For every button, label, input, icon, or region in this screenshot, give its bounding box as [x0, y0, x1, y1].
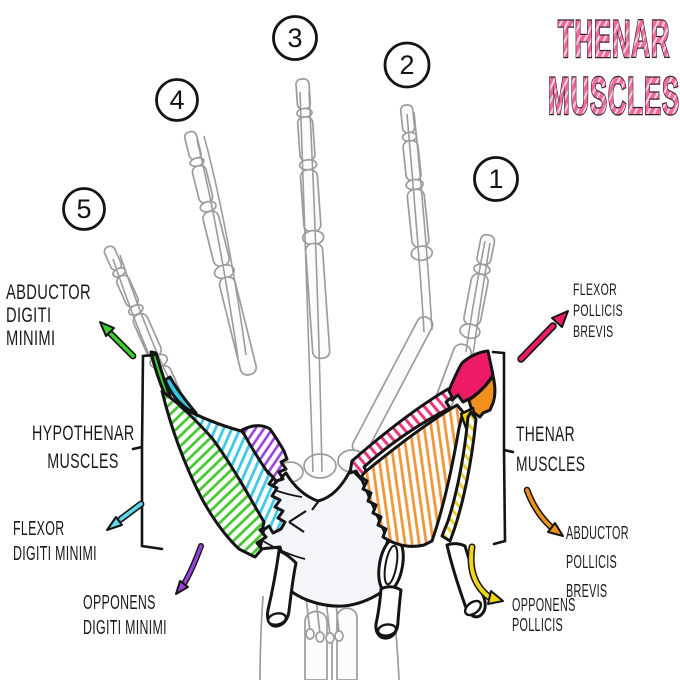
title-line-1: THENAR [558, 9, 670, 69]
hypothenar-bracket [131, 353, 164, 551]
arrow-abductor-digiti-minimi [99, 321, 137, 360]
thumb-bones [459, 233, 496, 340]
label-hypothenar-muscles: HYPOTHENAR MUSCLES [32, 422, 135, 473]
arrow-abductor-pollicis-brevis [523, 486, 564, 537]
finger-circle-1 [473, 156, 519, 202]
hypothenar-muscle-group [149, 350, 289, 559]
label-thenar-muscles: THENAR MUSCLES [516, 423, 586, 476]
index-finger-bones [399, 104, 434, 262]
label-abductor-digiti-minimi: ABDUCTOR DIGITI MINIMI [6, 281, 92, 350]
title-line-2: MUSCLES [548, 66, 680, 126]
finger-number-1: 1 [488, 164, 503, 194]
arrow-opponens-pollicis [467, 543, 504, 605]
label-opponens-digiti-minimi: OPPONENS DIGITI MINIMI [83, 592, 167, 639]
finger-number-circles [62, 15, 519, 231]
finger-circle-4 [155, 78, 199, 122]
muscle-opponens-pollicis-region [440, 410, 478, 543]
finger-circle-2 [383, 41, 431, 89]
label-flexor-pollicis-brevis: FLEXOR POLLICIS BREVIS [573, 280, 623, 341]
finger-circle-3 [272, 15, 318, 61]
thumb-side-prong [445, 542, 487, 619]
label-flexor-digiti-minimi: FLEXOR DIGITI MINIMI [13, 518, 97, 565]
flexor-retinaculum [252, 467, 487, 640]
page-title: THENAR MUSCLES [547, 8, 680, 126]
brackets [131, 350, 515, 551]
arrow-flexor-digiti-minimi [106, 500, 145, 531]
palm-crease-lines [252, 480, 319, 560]
finger-number-5: 5 [76, 194, 91, 224]
finger-circle-5 [62, 187, 106, 231]
finger-number-3: 3 [287, 23, 302, 53]
muscle-opponens-digiti-minimi-region [240, 424, 289, 483]
label-abductor-pollicis-brevis: ABDUCTOR POLLICIS BREVIS [566, 523, 629, 601]
muscle-flexor-digiti-minimi-region [179, 405, 287, 535]
muscle-abductor-pollicis-brevis-region [359, 403, 465, 548]
finger-number-2: 2 [399, 50, 414, 80]
thenar-muscle-group [348, 349, 497, 548]
arrow-flexor-pollicis-brevis [517, 310, 569, 363]
thenar-bracket [491, 350, 515, 546]
finger-number-4: 4 [169, 85, 184, 115]
pointer-arrows [99, 310, 569, 605]
arrow-opponens-digiti-minimi [175, 543, 204, 595]
middle-finger-bones [295, 78, 331, 360]
ring-finger-bones [183, 130, 258, 376]
finger-number-digits: 5 4 3 2 1 [76, 23, 503, 224]
label-opponens-pollicis: OPPONENS POLLICIS [512, 595, 576, 635]
